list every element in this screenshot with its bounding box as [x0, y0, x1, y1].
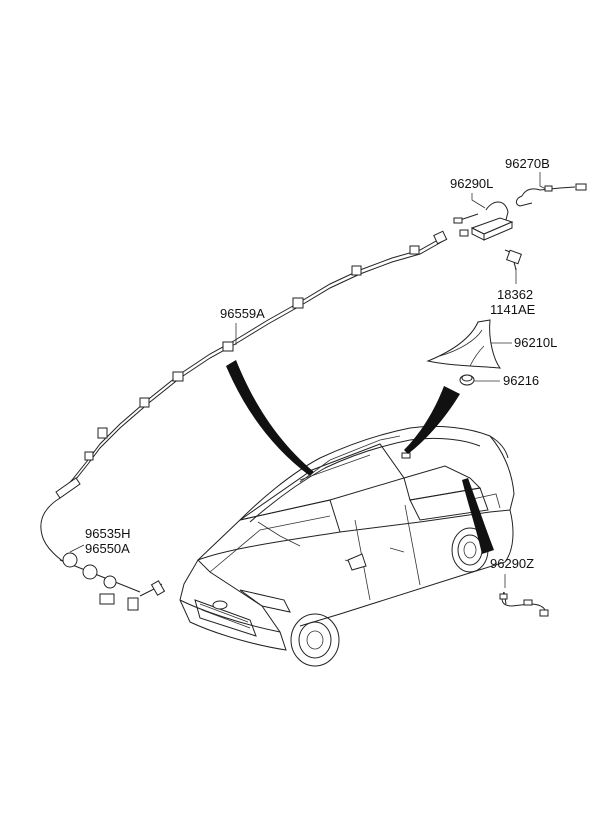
- label-96270B: 96270B: [505, 156, 550, 171]
- grommet-96216: [459, 374, 475, 386]
- clips-96535H-96550A: [59, 552, 166, 611]
- pointer-arrows: [226, 360, 494, 554]
- label-96210L: 96210L: [514, 335, 557, 350]
- cable-96559A: [40, 230, 448, 567]
- label-96550A: 96550A: [85, 541, 130, 556]
- screw-18362: [504, 249, 522, 271]
- label-96559A: 96559A: [220, 306, 265, 321]
- module-96290L: [453, 201, 514, 241]
- harness-96290Z: [499, 591, 549, 617]
- label-1141AE: 1141AE: [490, 302, 536, 317]
- car-illustration: [179, 425, 515, 667]
- label-96535H: 96535H: [85, 526, 131, 541]
- antenna-96210L: [426, 319, 502, 369]
- label-96290L: 96290L: [450, 176, 493, 191]
- label-96290Z: 96290Z: [490, 556, 534, 571]
- label-96216: 96216: [503, 373, 539, 388]
- harness-96270B: [515, 183, 587, 207]
- label-18362: 18362: [497, 287, 533, 302]
